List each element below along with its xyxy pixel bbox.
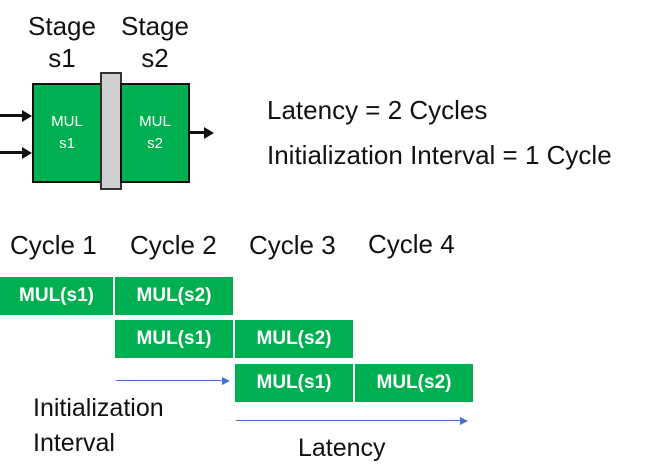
cycle-2-label: Cycle 2 bbox=[130, 230, 217, 260]
op-row1-mul-s1: MUL(s1) bbox=[0, 277, 113, 315]
interval-caption-line2: Interval bbox=[33, 429, 115, 457]
stage-s1-label: Stage s1 bbox=[17, 10, 107, 74]
stage-s2-label: Stage s2 bbox=[110, 10, 200, 74]
output-arrow-head bbox=[204, 126, 214, 139]
initialization-interval-info: Initialization Interval = 1 Cycle bbox=[267, 140, 612, 170]
cycle-4-label: Cycle 4 bbox=[368, 229, 455, 259]
mul-stage-s1-line1: MUL bbox=[51, 113, 83, 130]
op-row2-mul-s2: MUL(s2) bbox=[235, 320, 353, 358]
input-arrow-1-line bbox=[0, 114, 24, 117]
op-row2-mul-s1: MUL(s1) bbox=[115, 320, 233, 358]
latency-info: Latency = 2 Cycles bbox=[267, 95, 488, 125]
input-arrow-2-head bbox=[22, 146, 32, 159]
mul-stage-s1-line2: s1 bbox=[59, 135, 75, 152]
latency-caption: Latency bbox=[298, 434, 386, 462]
interval-arrow-head bbox=[222, 376, 230, 385]
output-arrow-line bbox=[190, 131, 206, 134]
input-arrow-2-line bbox=[0, 151, 24, 154]
op-row3-mul-s1: MUL(s1) bbox=[235, 364, 353, 402]
pipeline-register bbox=[100, 72, 122, 190]
mul-stage-s2-line1: MUL bbox=[139, 113, 171, 130]
interval-arrow-line bbox=[116, 380, 224, 381]
op-row3-mul-s2: MUL(s2) bbox=[355, 364, 473, 402]
stage-s2-label-line2: s2 bbox=[141, 43, 169, 73]
op-row1-mul-s2: MUL(s2) bbox=[115, 277, 233, 315]
cycle-1-label: Cycle 1 bbox=[10, 230, 97, 260]
stage-s2-label-line1: Stage bbox=[121, 11, 189, 41]
mul-stage-s2-line2: s2 bbox=[147, 135, 163, 152]
input-arrow-1-head bbox=[22, 109, 32, 122]
mul-stage-s1-box: MUL s1 bbox=[32, 83, 102, 183]
latency-arrow-line bbox=[236, 420, 462, 421]
stage-s1-label-line1: Stage bbox=[28, 11, 96, 41]
mul-stage-s2-box: MUL s2 bbox=[120, 83, 190, 183]
cycle-3-label: Cycle 3 bbox=[249, 230, 336, 260]
interval-caption-line1: Initialization bbox=[33, 394, 164, 422]
latency-arrow-head bbox=[460, 416, 468, 425]
stage-s1-label-line2: s1 bbox=[48, 43, 76, 73]
